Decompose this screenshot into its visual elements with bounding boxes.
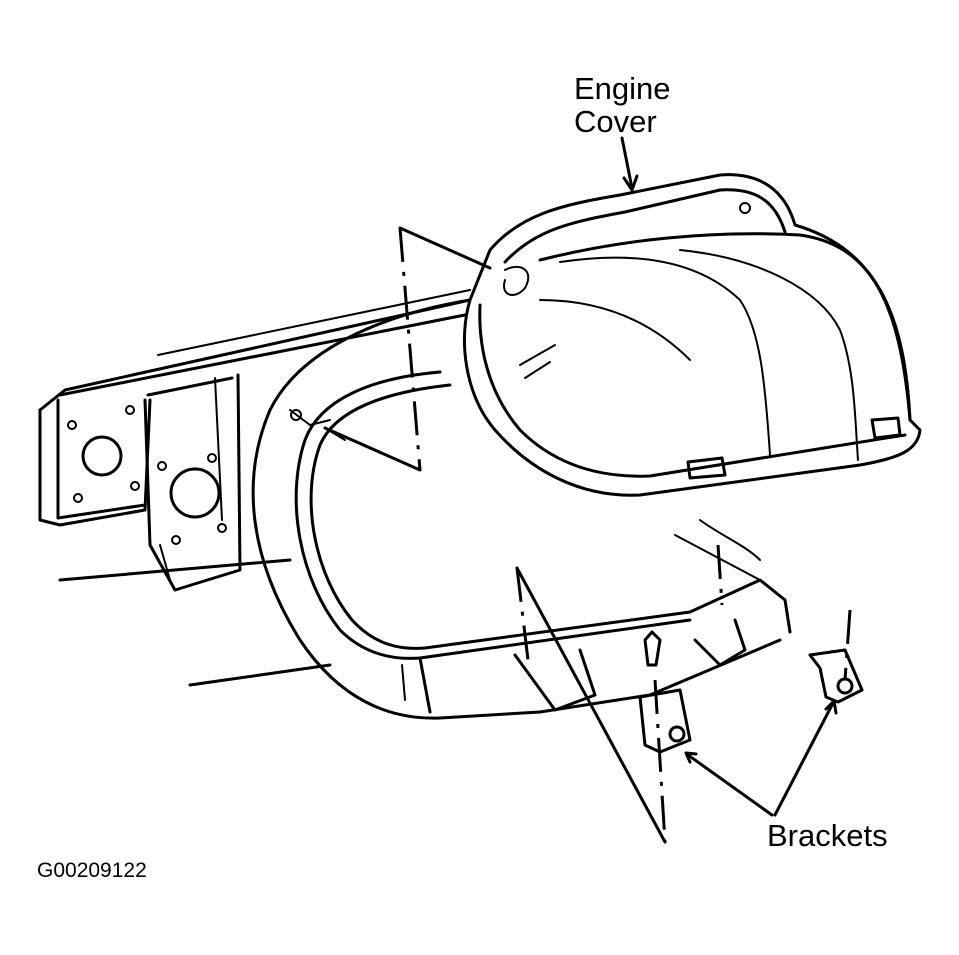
brackets-label: Brackets <box>767 818 888 853</box>
firewall-panel <box>38 289 482 687</box>
brackets-leaders <box>684 699 838 817</box>
alignment-lines <box>398 227 852 843</box>
engine-cover-label-line1: Engine <box>574 71 671 106</box>
left-bracket <box>638 630 692 754</box>
engine-cover-leader <box>620 136 639 192</box>
engine-cover <box>462 173 922 497</box>
right-bracket <box>808 648 864 704</box>
alignment-v-lines <box>323 226 667 844</box>
engine-cover-label: Engine Cover <box>574 72 671 138</box>
engine-cover-label-line2: Cover <box>574 104 657 139</box>
figure-id: G00209122 <box>37 859 147 882</box>
